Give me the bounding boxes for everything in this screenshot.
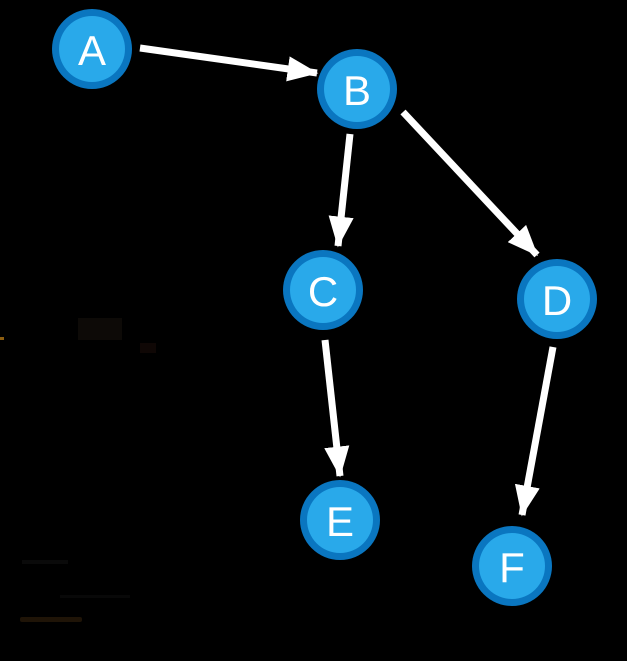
node-fill: [290, 257, 356, 323]
edge-A-B: [139, 44, 319, 82]
node-fill: [307, 487, 373, 553]
node-fill: [59, 16, 125, 82]
edge-D-F: [514, 346, 557, 517]
node-D[interactable]: D: [517, 259, 597, 339]
node-C[interactable]: C: [283, 250, 363, 330]
edge-C-E: [321, 339, 350, 478]
node-E[interactable]: E: [300, 480, 380, 560]
node-A[interactable]: A: [52, 9, 132, 89]
edge-B-D: [400, 109, 540, 258]
node-fill: [324, 56, 390, 122]
edge-B-C: [328, 133, 354, 248]
node-fill: [479, 533, 545, 599]
node-F[interactable]: F: [472, 526, 552, 606]
edges-layer: [139, 44, 557, 517]
node-fill: [524, 266, 590, 332]
nodes-layer: A B C D E F: [52, 9, 597, 606]
node-B[interactable]: B: [317, 49, 397, 129]
